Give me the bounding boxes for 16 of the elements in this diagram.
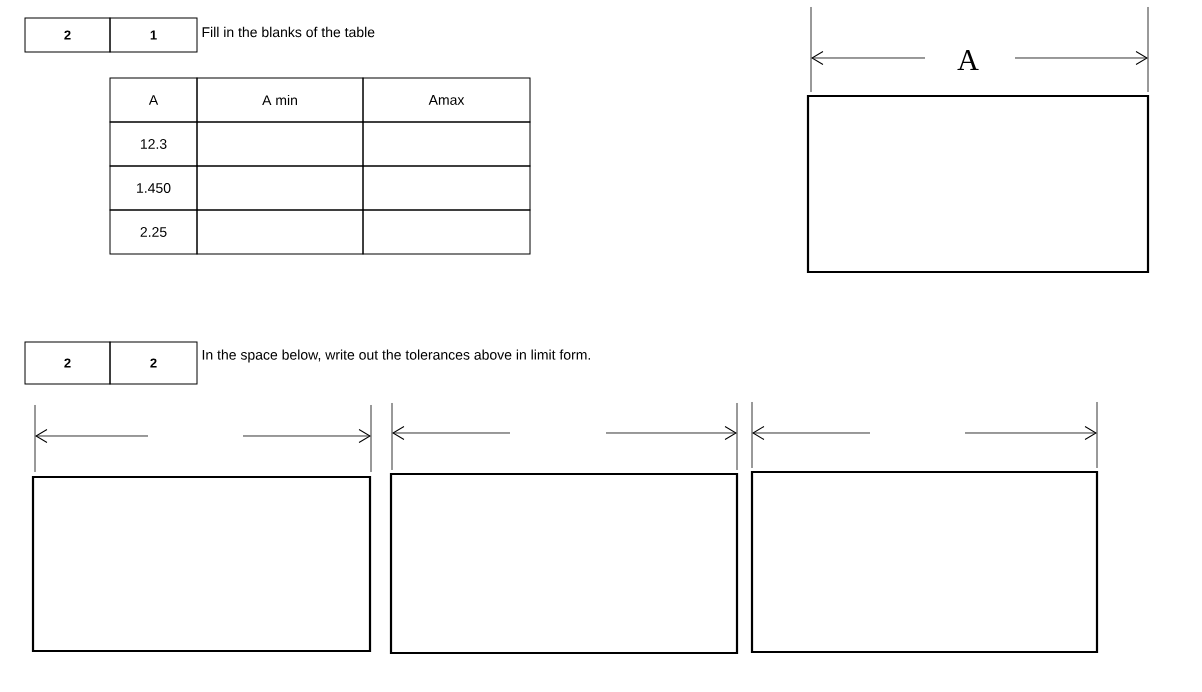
table-cell: Amax [362, 77, 531, 123]
answer-box [806, 94, 1150, 274]
number-cell: 2 [24, 341, 111, 385]
table-cell: 12.3 [109, 121, 198, 167]
number-cell: 2 [24, 17, 111, 53]
number-cell: 2 [109, 341, 198, 385]
table-cell: 2.25 [109, 209, 198, 255]
answer-box [31, 475, 372, 653]
number-cell: 1 [109, 17, 198, 53]
answer-box [750, 470, 1099, 654]
table-cell: A min [196, 77, 364, 123]
instruction-text: In the space below, write out the tolerances above in limit form. [202, 349, 591, 363]
instruction-text: Fill in the blanks of the table [202, 26, 375, 38]
table-cell: A [109, 77, 198, 123]
answer-box [389, 472, 739, 655]
table-cell: 1.450 [109, 165, 198, 211]
